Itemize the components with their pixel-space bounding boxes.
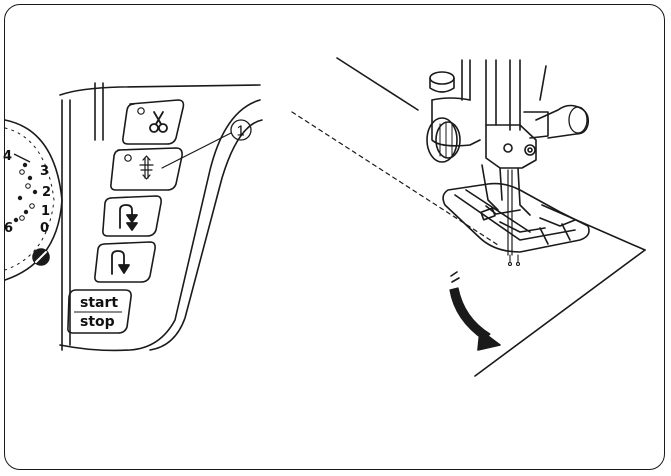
fabric	[291, 57, 646, 377]
stitch-dial[interactable]	[4, 119, 63, 281]
thread-cutter-button[interactable]	[122, 99, 185, 145]
control-panel	[59, 82, 263, 352]
dial-number-1: 1	[41, 204, 50, 219]
reverse-arrow-icon	[111, 250, 130, 275]
knob-icon	[429, 71, 481, 147]
start-stop-button[interactable]	[67, 289, 132, 334]
presser-bar	[461, 59, 521, 131]
side-lever	[535, 104, 590, 139]
callout-1	[161, 119, 252, 169]
curved-arrow-icon	[449, 271, 501, 351]
reverse-button[interactable]	[94, 241, 156, 283]
presser-shank	[481, 164, 531, 256]
feed-dogs	[507, 254, 521, 267]
start-label: start	[80, 295, 118, 311]
needle-clamp	[485, 65, 549, 169]
dial-number-0: 0	[40, 221, 49, 236]
dial-number-3: 3	[40, 164, 49, 179]
dial-number-6: 6	[4, 221, 13, 236]
dial-number-4: 4	[3, 149, 12, 164]
dial-lock-knob[interactable]	[32, 248, 50, 266]
thumbscrew	[426, 117, 461, 163]
dial-numbers: 4 3 2 1 0 6	[3, 149, 51, 236]
callout-number: 1	[237, 123, 245, 140]
scissors-icon	[149, 111, 168, 133]
lock-arrow-icon	[119, 204, 138, 231]
dial-number-2: 2	[42, 185, 51, 200]
stop-label: stop	[80, 314, 115, 330]
presser-foot	[442, 182, 590, 253]
needle-up-down-button[interactable]	[110, 147, 183, 191]
needle-icon	[139, 155, 154, 180]
diagram-frame	[4, 4, 665, 470]
lock-stitch-button[interactable]	[102, 195, 162, 237]
